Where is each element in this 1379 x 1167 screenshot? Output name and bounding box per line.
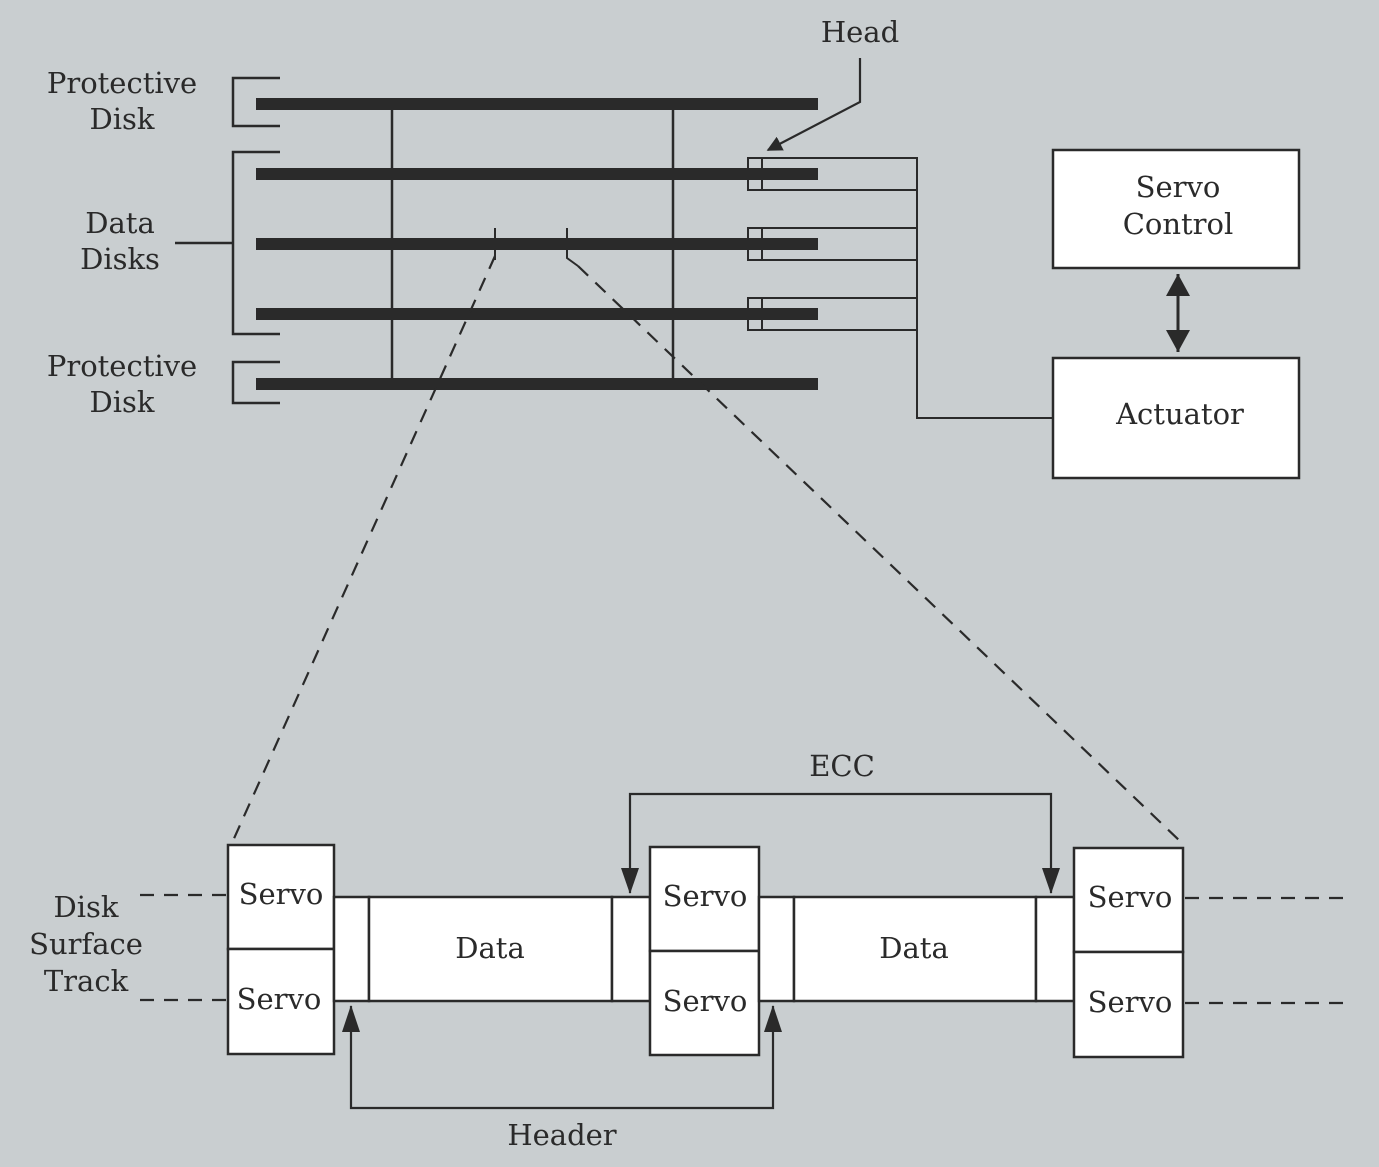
data-disk-3-platter — [256, 308, 818, 320]
data-field-right — [792, 895, 1038, 1003]
ecc-span — [621, 792, 1060, 894]
servo-label-middle-top: Servo — [663, 879, 748, 913]
servo-label-right-bottom: Servo — [1088, 985, 1173, 1019]
disk-surface-track-label-3: Track — [44, 964, 129, 998]
data-disk-2-platter — [256, 238, 818, 250]
head-pointer-arrow — [766, 58, 862, 151]
header-field-right — [757, 895, 796, 1003]
header-arrow-left — [342, 1005, 360, 1032]
data-disks-label-1: Data — [85, 206, 154, 240]
protective-disk-top-label-2: Disk — [90, 102, 155, 136]
disk-stack — [175, 76, 818, 405]
header-bracket — [349, 1006, 775, 1110]
disk-surface-track-label-1: Disk — [54, 890, 119, 924]
header-span — [342, 1005, 782, 1110]
servo-system — [1051, 148, 1301, 480]
servo-block-middle-top — [648, 845, 761, 953]
arm-to-actuator-line — [916, 158, 1053, 419]
disk-surface-track-label-2: Surface — [29, 927, 143, 961]
servo-link-arrow-down — [1166, 330, 1190, 352]
head-label: Head — [821, 15, 899, 49]
zoom-line-right — [577, 265, 1183, 844]
servo-label-middle-bottom: Servo — [663, 984, 748, 1018]
servo-link-arrow-up — [1166, 274, 1190, 296]
data-disks-label-2: Disks — [80, 242, 160, 276]
ecc-field-right — [1034, 895, 1076, 1003]
head-1 — [747, 157, 763, 191]
ecc-bracket — [628, 792, 1053, 893]
bracket-protective-top — [231, 76, 280, 128]
track-marker-right — [566, 228, 579, 267]
servo-label-left-bottom: Servo — [237, 982, 322, 1016]
header-label: Header — [507, 1118, 616, 1152]
head-assembly — [747, 58, 1053, 419]
data-field-left — [367, 895, 614, 1003]
servo-control-box — [1051, 148, 1301, 270]
protective-disk-top-label-1: Protective — [47, 66, 197, 100]
bracket-protective-bottom — [231, 360, 280, 405]
head-3 — [747, 297, 763, 331]
protective-disk-bottom-platter — [256, 378, 818, 390]
servo-block-left-bottom — [226, 947, 336, 1056]
servo-label-right-top: Servo — [1088, 880, 1173, 914]
ecc-arrow-right — [1042, 868, 1060, 894]
text-labels: Head Protective Disk Data Disks Protecti… — [29, 15, 1244, 1152]
head-2 — [747, 227, 763, 261]
servo-control-label-1: Servo — [1136, 170, 1221, 204]
servo-block-middle-bottom — [648, 949, 761, 1057]
header-field-left — [332, 895, 371, 1003]
protective-disk-bottom-label-2: Disk — [90, 385, 155, 419]
servo-block-right-top — [1072, 846, 1185, 954]
data-disk-1-platter — [256, 168, 818, 180]
actuator-label: Actuator — [1115, 397, 1244, 431]
data-label-right: Data — [879, 931, 948, 965]
zoom-line-left — [230, 255, 497, 844]
servo-control-label-2: Control — [1123, 207, 1234, 241]
protective-disk-bottom-label-1: Protective — [47, 349, 197, 383]
zoom-lines — [140, 255, 1350, 1005]
servo-label-left-top: Servo — [239, 877, 324, 911]
ecc-label: ECC — [809, 749, 875, 783]
ecc-arrow-left — [621, 868, 639, 894]
ecc-field-left — [610, 895, 652, 1003]
servo-block-right-bottom — [1072, 950, 1185, 1059]
protective-disk-top-platter — [256, 98, 818, 110]
header-arrow-right — [764, 1005, 782, 1032]
track-layout — [226, 843, 1185, 1059]
data-label-left: Data — [455, 931, 524, 965]
actuator-box — [1051, 356, 1301, 480]
